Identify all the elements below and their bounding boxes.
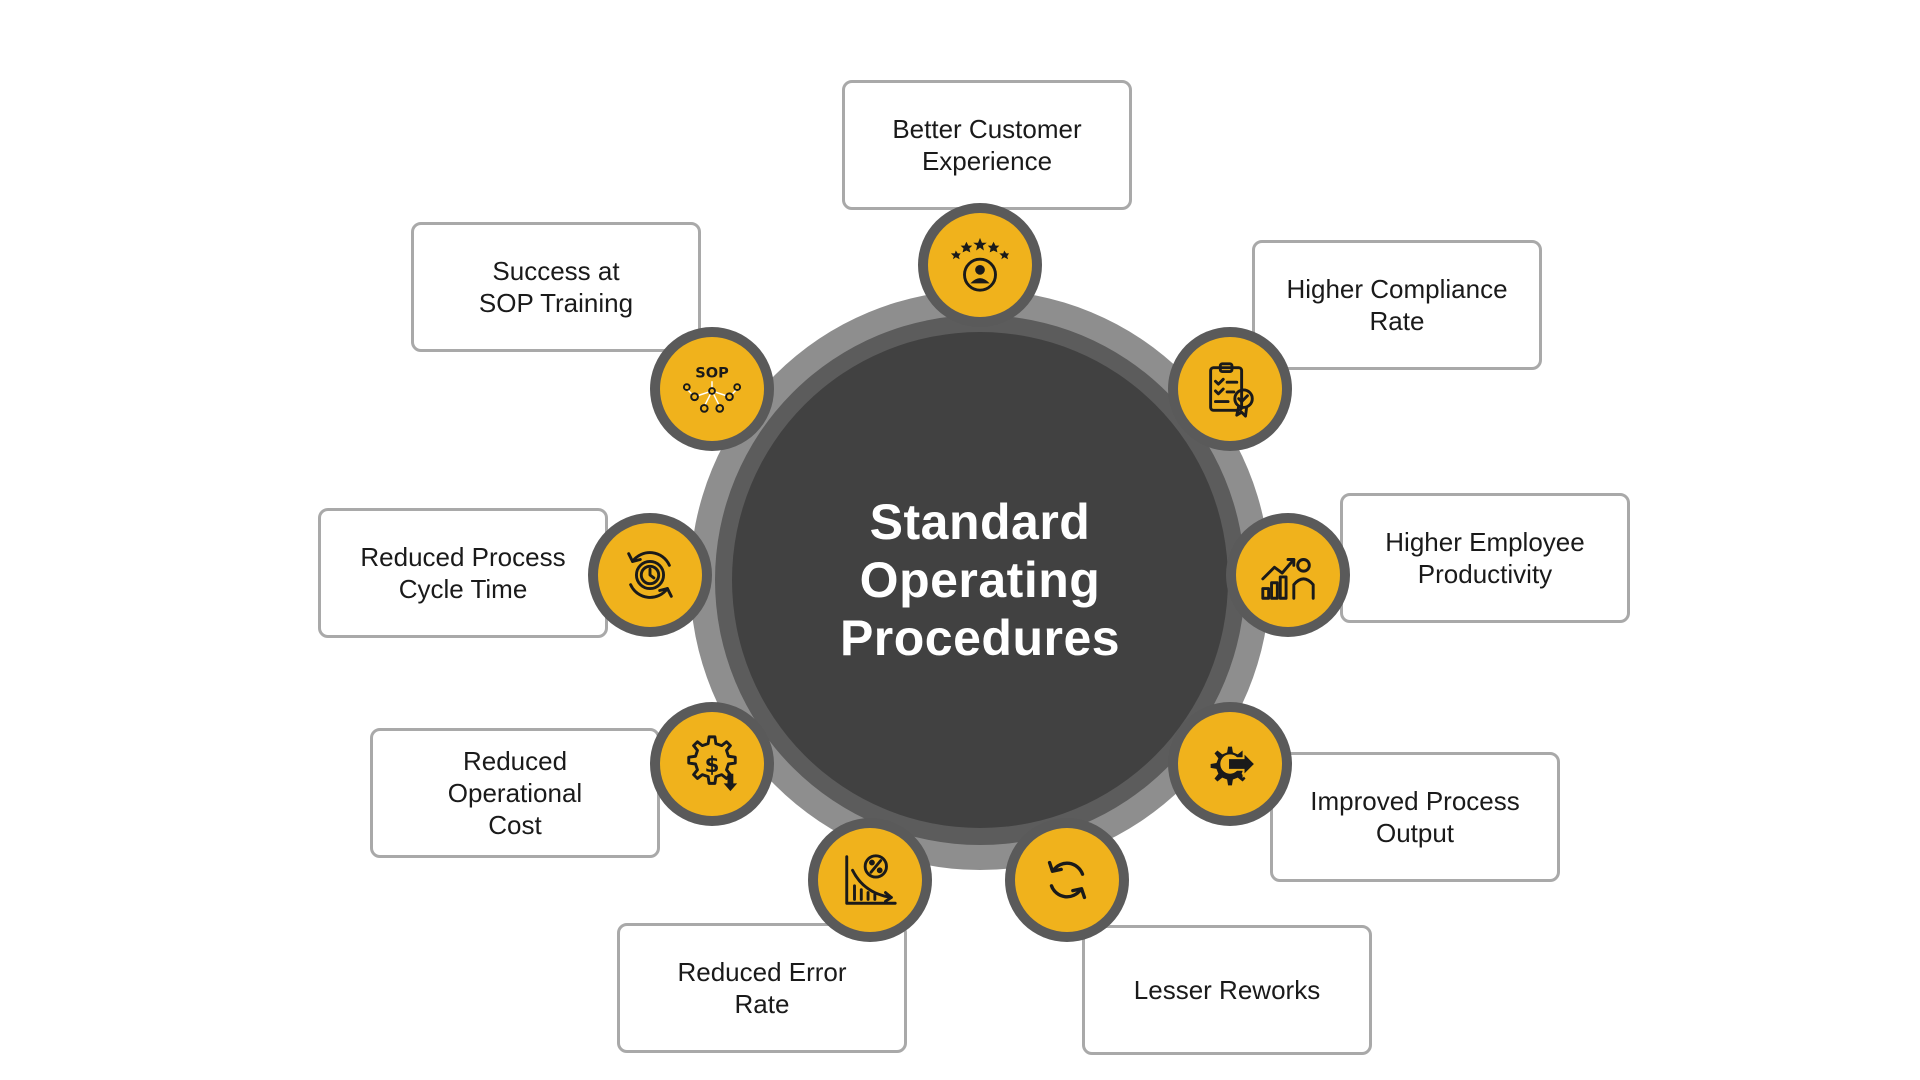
- benefit-label: Reduced Operational Cost: [447, 746, 583, 840]
- compliance-checklist-icon: [1209, 362, 1254, 418]
- benefit-badge-process-output: [1168, 702, 1292, 826]
- sop-icon-text: SOP: [695, 365, 729, 381]
- benefit-label: Improved Process Output: [1310, 786, 1520, 848]
- customer-rating-icon: [950, 237, 1010, 292]
- benefit-badge-compliance-rate: [1168, 327, 1292, 451]
- benefit-badge-sop-training: SOP: [650, 327, 774, 451]
- benefit-label: Reduced Error Rate: [677, 957, 847, 1019]
- benefit-card-cycle-time: Reduced Process Cycle Time: [318, 508, 608, 638]
- benefit-badge-error-rate: [808, 818, 932, 942]
- center-hub: Standard Operating Procedures: [732, 332, 1228, 828]
- benefit-card-lesser-reworks: Lesser Reworks: [1082, 925, 1372, 1055]
- svg-text:$: $: [705, 753, 720, 778]
- clock-cycle-icon: [627, 551, 673, 599]
- center-title: Standard Operating Procedures: [839, 494, 1121, 666]
- benefit-card-process-output: Improved Process Output: [1270, 752, 1560, 882]
- gear-dollar-down-icon: $: [687, 735, 738, 792]
- sop-network-icon: SOP: [682, 365, 742, 413]
- benefit-card-customer-experience: Better Customer Experience: [842, 80, 1132, 210]
- benefit-label: Lesser Reworks: [1133, 975, 1321, 1005]
- benefit-card-employee-productivity: Higher Employee Productivity: [1340, 493, 1630, 623]
- benefit-label: Success at SOP Training: [478, 256, 634, 318]
- benefit-label: Reduced Process Cycle Time: [360, 542, 566, 604]
- benefit-badge-cycle-time: [588, 513, 712, 637]
- benefit-label: Higher Compliance Rate: [1286, 274, 1508, 336]
- benefit-badge-customer-experience: [918, 203, 1042, 327]
- declining-percentage-chart-icon: [845, 854, 897, 905]
- benefit-label: Higher Employee Productivity: [1385, 527, 1585, 589]
- benefit-card-operational-cost: Reduced Operational Cost: [370, 728, 660, 858]
- benefit-label: Better Customer Experience: [892, 114, 1082, 176]
- refresh-cycle-icon: [1047, 860, 1087, 900]
- gear-arrow-icon: [1210, 746, 1257, 786]
- benefit-card-sop-training: Success at SOP Training: [411, 222, 701, 352]
- benefit-card-compliance-rate: Higher Compliance Rate: [1252, 240, 1542, 370]
- benefit-badge-lesser-reworks: [1005, 818, 1129, 942]
- benefit-card-error-rate: Reduced Error Rate: [617, 923, 907, 1053]
- benefit-badge-operational-cost: $: [650, 702, 774, 826]
- benefit-badge-employee-productivity: [1226, 513, 1350, 637]
- employee-growth-icon: [1261, 558, 1315, 600]
